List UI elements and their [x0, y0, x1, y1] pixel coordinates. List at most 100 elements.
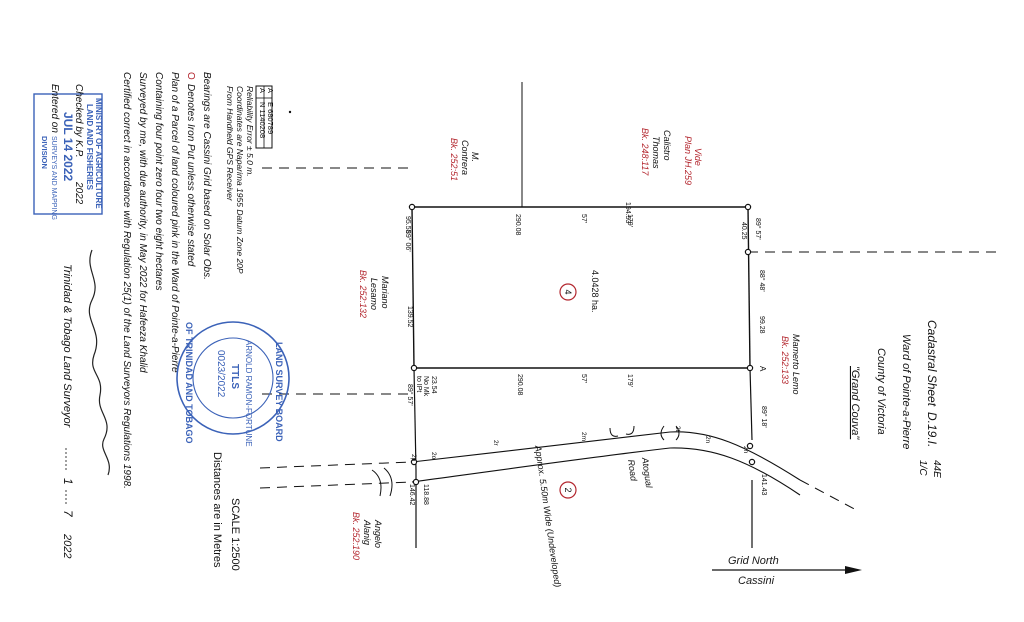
north-arrow: Grid North Cassini — [712, 555, 862, 587]
right-mid-length: 99.28 — [758, 316, 765, 334]
dashed-line — [799, 479, 861, 513]
bk-248-label: Bk. 248:117 — [640, 128, 650, 176]
stamp-entered-value: SURVEYS AND MAPPING — [50, 136, 57, 220]
county-label: County of Victoria — [875, 348, 887, 435]
lot-2-circle — [559, 481, 577, 499]
stamp-ministry-line: MINISTRY OF AGRICULTURE — [94, 98, 103, 209]
right-mid-bearing: 88° 48' — [758, 270, 766, 292]
angelo-label: Angelo — [373, 519, 383, 548]
dim-top-right-len: 40.25 — [740, 222, 747, 240]
iron-pin-marker — [410, 458, 418, 466]
land-survey-board-seal: LAND SURVEY BOARD OF TRINIDAD AND TOBAGO… — [176, 321, 290, 447]
parcel-labels: 4 4.0428 ha. 2 — [559, 270, 600, 499]
surveyed-note: Surveyed by me, with due authority, in M… — [137, 72, 148, 373]
alanig-label: Alanig — [362, 519, 372, 545]
estate-label: "Grand Couva" — [849, 366, 861, 440]
datum-note: Coordinates are Naparima 1955 Datum Zone… — [235, 86, 245, 274]
mamerto-label: Mamerto Lemo — [791, 334, 801, 395]
cadastral-sheet-number: D.19.I. — [925, 412, 939, 447]
stamp-frame — [33, 93, 103, 215]
seal-number: 0023/2022 — [215, 350, 226, 398]
road-mark — [660, 425, 680, 441]
surveyor-signature: Trinidad & Tobago Land Surveyor 1 7 2022 — [61, 249, 110, 558]
left-mid-length: 139.52 — [406, 306, 413, 328]
reference-dot — [288, 110, 292, 114]
lot-2-number: 2 — [563, 487, 573, 492]
dim-top-c: 57' — [580, 214, 587, 223]
lot-4-number: 4 — [563, 289, 573, 294]
west-boundary-upper — [411, 206, 415, 369]
stamp-land-line: LAND AND FISHERIES — [85, 104, 94, 191]
sheet-header: Cadastral Sheet D.19.I. 44E 1/C Ward of … — [849, 320, 942, 478]
cassini-label: Cassini — [738, 575, 775, 587]
plan-of-note: Plan of a Parcel of land coloured pink i… — [169, 72, 180, 373]
road-width-note: Approx. 5.50m Wide (Undeveloped) — [533, 444, 563, 588]
road-edge-south — [411, 447, 801, 496]
sheet-fraction-top: 44E — [931, 460, 942, 478]
plan-jh-label: Plan JH.259 — [683, 136, 693, 185]
sheet-fraction-bottom: 1/C — [917, 460, 928, 476]
containing-note: Containing four point zero four two eigh… — [153, 72, 164, 290]
iron-2m-label: 2m — [580, 432, 587, 441]
iron-pin-marker — [746, 364, 754, 372]
iron-2r-label: 2r — [492, 440, 499, 447]
stamp-checked-year: 2022 — [73, 181, 84, 205]
road-name: Atogual — [640, 456, 654, 490]
signature-year: 2022 — [61, 533, 73, 558]
iron-pin-marker — [410, 364, 418, 372]
iron-pin-marker — [746, 442, 754, 450]
iron-pin-marker — [412, 478, 420, 486]
stamp-division: DIVISION — [40, 136, 49, 169]
coords-row1-label: A — [266, 88, 275, 93]
contrera-label: Contrera — [460, 140, 470, 175]
iron-pin-marker — [408, 203, 416, 211]
parcel-boundaries — [411, 206, 801, 548]
seal-surveyor-name: ARNOLD RAMON-FORTUNE — [244, 340, 253, 447]
road-marks — [371, 425, 680, 497]
stamp-date: JUL 14 2022 — [61, 112, 75, 181]
coordinates-box: A E 680789 A N 1140208 — [255, 85, 275, 149]
road-word: Road — [626, 459, 639, 483]
dashed-line — [259, 481, 413, 489]
iron-2p-label: 2p — [410, 454, 417, 462]
west-boundary-lower — [413, 367, 417, 471]
grid-north-label: Grid North — [728, 555, 779, 567]
lesamo-label: Lesamo — [369, 278, 379, 310]
east-boundary-lower — [749, 367, 753, 441]
road-mark — [609, 425, 635, 437]
right-lower-length: 141.43 — [760, 474, 767, 496]
seal-outer-top-text: LAND SURVEY BOARD — [274, 342, 284, 442]
iron-2o-label: 2o — [430, 452, 437, 460]
mid-length: 290.08 — [516, 374, 523, 396]
coords-row2-value: N 1140208 — [258, 102, 267, 138]
stamp-checked-value: K.P. — [73, 140, 84, 158]
surveyor-title: Trinidad & Tobago Land Surveyor — [61, 264, 73, 429]
corner-iron-pins — [408, 203, 756, 486]
vide-label: Vide — [693, 148, 703, 166]
calistro-label: Calistro — [662, 130, 672, 161]
iron-2n-label: 2n — [704, 436, 711, 444]
left-lower-c: to IPt — [415, 376, 422, 392]
mid-c: 57' — [580, 374, 587, 383]
stamp-entered-label: Entered on — [49, 84, 60, 133]
dashed-line — [259, 461, 413, 469]
stamp-checked-label: Checked by — [73, 84, 84, 138]
dim-top-a: 95.55 — [404, 216, 411, 234]
reliability-note: Reliability Error ± 5.0 m. — [245, 86, 255, 177]
seal-outer-bottom-text: OF TRINIDAD AND TOBAGO — [184, 322, 194, 444]
m-label: M. — [470, 152, 480, 162]
mariano-label: Mariano — [380, 276, 390, 309]
coords-row1-value: E 680789 — [266, 102, 275, 134]
corner-ml-angle: 89° 57' — [406, 384, 414, 406]
dim-top-b: 290.08 — [514, 214, 521, 236]
seal-ttls: TTLS — [229, 364, 240, 389]
ward-label: Ward of Pointe-a-Pierre — [900, 334, 912, 449]
road-labels: Atogual Road Approx. 5.50m Wide (Undevel… — [533, 444, 654, 588]
iron-2h-label: 2h — [742, 446, 749, 454]
road-edge-north — [411, 431, 801, 481]
coords-row2-label: A — [258, 88, 267, 93]
signature-day: 1 — [61, 478, 75, 485]
east-boundary-upper — [747, 206, 751, 369]
north-arrowhead-icon — [845, 566, 862, 574]
